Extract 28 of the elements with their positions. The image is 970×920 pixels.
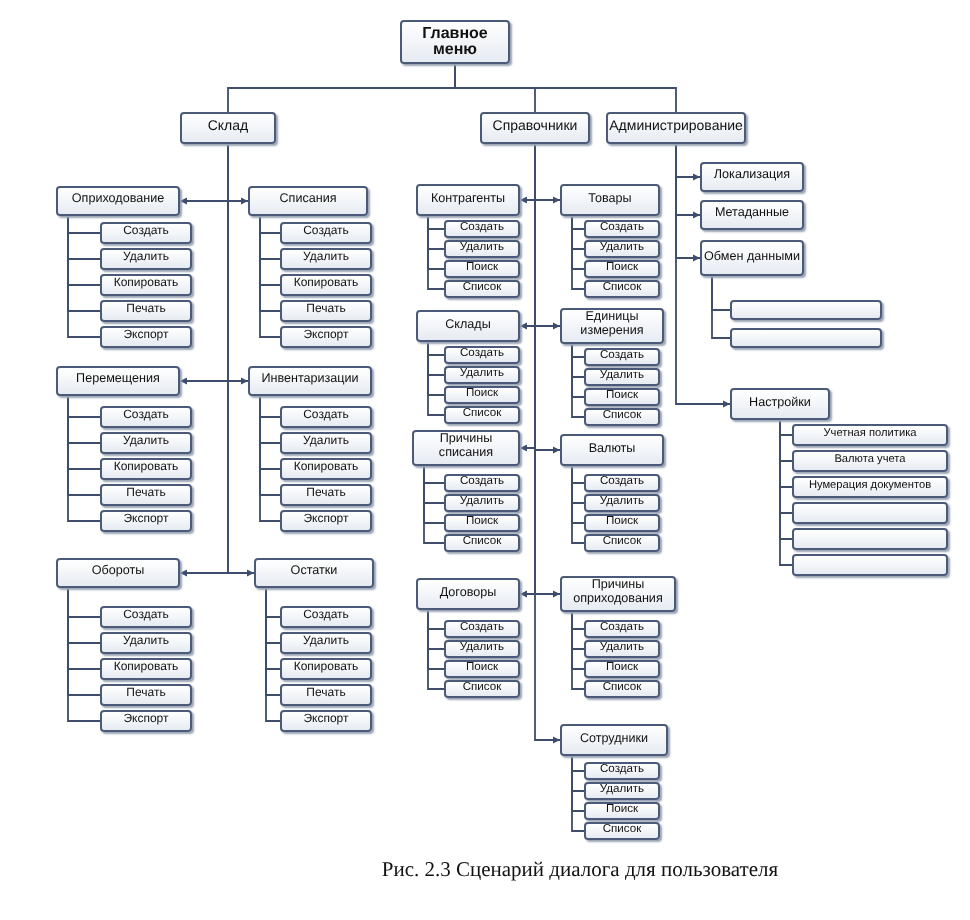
connector — [67, 215, 101, 338]
connector — [427, 215, 445, 290]
connector — [571, 611, 585, 690]
connector — [259, 215, 281, 338]
connector — [571, 465, 585, 544]
connector — [534, 143, 561, 744]
connector — [427, 609, 445, 690]
connector — [675, 143, 731, 408]
empty-box — [792, 502, 948, 524]
figure-caption: Рис. 2.3 Сценарий диалога для пользователя — [379, 860, 781, 882]
connector — [571, 215, 585, 290]
connector — [711, 275, 731, 339]
connector — [571, 755, 585, 832]
connector — [571, 343, 585, 418]
empty-box — [792, 528, 948, 550]
connector — [454, 63, 677, 113]
connector — [227, 143, 255, 577]
empty-box — [730, 328, 882, 348]
connector — [779, 419, 793, 566]
connector — [423, 465, 445, 544]
menu-box: Главное меню — [400, 20, 510, 64]
connector — [259, 395, 281, 522]
connector — [67, 587, 101, 722]
connector — [265, 587, 281, 722]
connector — [427, 341, 445, 416]
empty-box — [730, 300, 882, 320]
empty-box — [792, 554, 948, 576]
connector — [67, 395, 101, 522]
